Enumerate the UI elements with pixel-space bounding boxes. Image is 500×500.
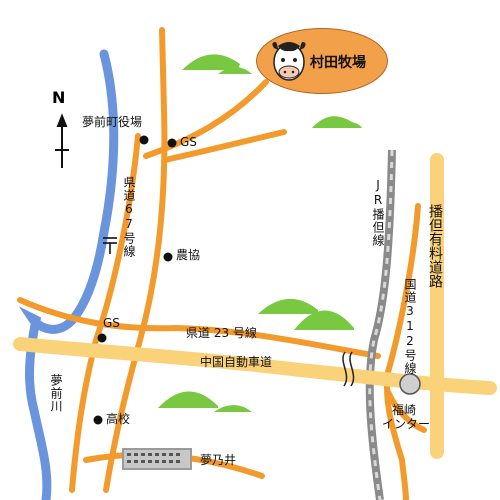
yumenoi-label: 夢乃井: [200, 453, 237, 467]
town-office-label: 夢前町役場: [82, 115, 143, 129]
hills: [158, 54, 362, 412]
hill: [214, 405, 252, 412]
fukusaki-ic-label-1: 福崎: [392, 403, 417, 417]
gs-mid-label: GS: [103, 316, 120, 330]
post-office-icon: [103, 237, 117, 254]
north-arrow-icon: [55, 113, 69, 168]
road-ic: [385, 389, 427, 433]
pref-road-67-label: 県道67号線: [122, 176, 136, 258]
expressway-break: [342, 351, 355, 387]
expressway-label: 中国自動車道: [200, 355, 273, 369]
nokyo-label: 農協: [176, 248, 201, 262]
national-312-label: 国道312号線: [403, 278, 417, 375]
north-label: N: [52, 88, 66, 107]
road-farm: [143, 79, 269, 159]
road-gs: [162, 129, 287, 163]
local-roads: [17, 27, 427, 500]
hill: [312, 116, 362, 128]
fukusaki-ic-label-2: インター: [382, 417, 431, 431]
hill: [158, 391, 218, 408]
high-school-marker: [93, 415, 103, 425]
farm-name: 村田牧場: [310, 55, 366, 71]
markers: [93, 135, 177, 425]
hill: [258, 298, 318, 314]
road-west: [69, 133, 141, 493]
gs-mid-marker: [97, 333, 107, 343]
jr-bantan-line: [365, 149, 396, 500]
yumesaki-river: [18, 49, 119, 500]
yumesaki-river-label: 夢前川: [49, 374, 63, 413]
hill: [218, 67, 252, 74]
hill: [182, 54, 240, 70]
high-school-label: 高校: [106, 412, 131, 426]
gs-top-label: GS: [180, 135, 197, 149]
chugoku-expressway: [13, 337, 497, 395]
hotel-building-icon: [122, 448, 192, 470]
hill: [294, 310, 354, 330]
nokyo-marker: [163, 252, 173, 262]
gs-top-marker: [167, 138, 177, 148]
bantan-toll-label: 播但有料道路: [427, 204, 443, 288]
pref-road-23-label: 県道 23 号線: [186, 326, 257, 340]
fukusaki-ic-marker: [399, 373, 421, 395]
cow-icon: [272, 42, 306, 81]
road-23: [17, 297, 381, 359]
town-office-marker: [139, 135, 149, 145]
jr-bantan-label: JR播但線: [371, 178, 385, 247]
road-312: [383, 203, 421, 500]
